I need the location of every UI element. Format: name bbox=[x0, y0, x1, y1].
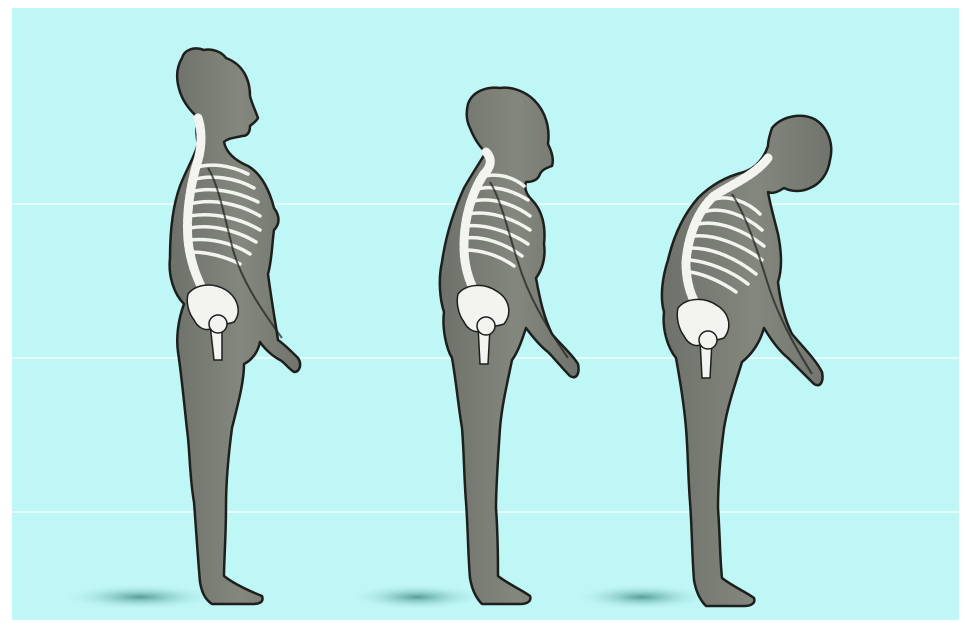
illustration-panel bbox=[12, 8, 959, 620]
floor-shadow bbox=[62, 584, 218, 610]
figure-severe-stoop bbox=[662, 116, 831, 606]
figure-upright bbox=[170, 48, 300, 604]
woman-silhouette-icon bbox=[662, 116, 831, 606]
figure-mild-stoop bbox=[440, 88, 579, 604]
floor-shadow bbox=[349, 584, 485, 610]
posture-illustration bbox=[12, 8, 959, 620]
woman-silhouette-icon bbox=[440, 88, 579, 604]
woman-silhouette-icon bbox=[170, 48, 300, 604]
floor-shadow bbox=[574, 584, 710, 610]
